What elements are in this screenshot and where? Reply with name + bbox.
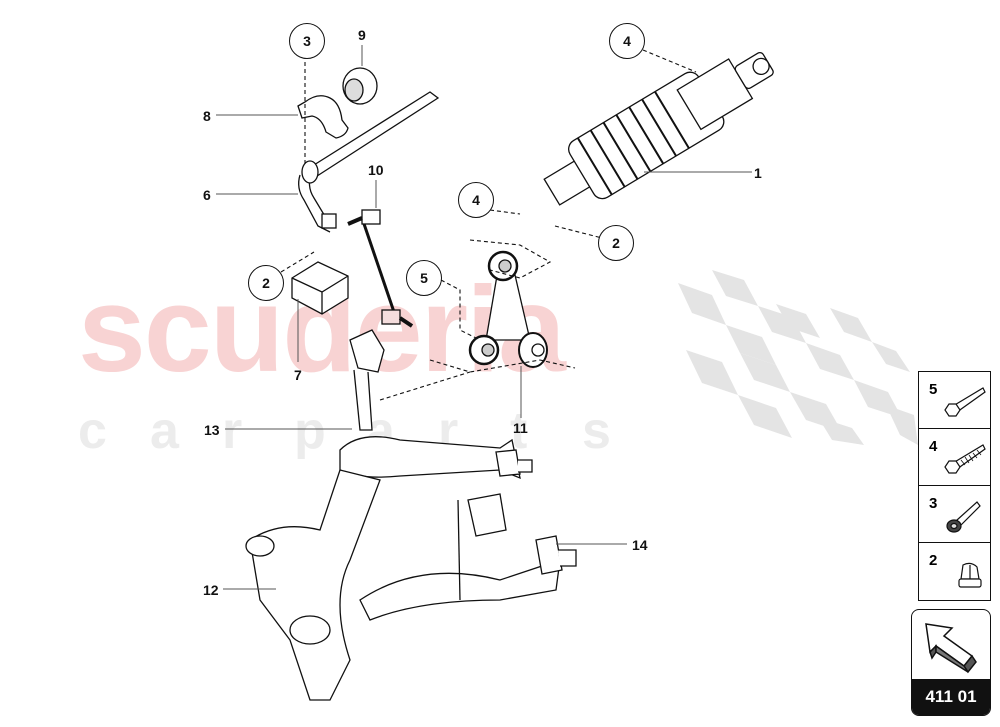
legend-item-4[interactable]: 4 xyxy=(919,429,990,486)
callout-2-shock[interactable]: 2 xyxy=(598,225,634,261)
part-label-8[interactable]: 8 xyxy=(203,108,211,124)
legend-item-3[interactable]: 3 xyxy=(919,486,990,543)
part-label-6[interactable]: 6 xyxy=(203,187,211,203)
part-label-11[interactable]: 11 xyxy=(513,420,528,436)
callout-4-lower[interactable]: 4 xyxy=(458,182,494,218)
callout-2-clamp[interactable]: 2 xyxy=(248,265,284,301)
fastener-legend: 5 4 3 2 xyxy=(918,371,991,601)
part-label-14[interactable]: 14 xyxy=(632,537,648,553)
part-label-9[interactable]: 9 xyxy=(358,27,366,43)
flange-bolt-icon xyxy=(946,501,981,533)
part-label-10[interactable]: 10 xyxy=(368,162,384,178)
part-label-13[interactable]: 13 xyxy=(204,422,220,438)
checkered-flag-watermark xyxy=(678,270,918,445)
back-navigation-button[interactable]: 411 01 xyxy=(911,609,991,716)
hex-nut-icon xyxy=(958,562,982,588)
threaded-hex-bolt-icon xyxy=(944,444,986,474)
callout-4-top[interactable]: 4 xyxy=(609,23,645,59)
back-arrow-icon xyxy=(925,623,977,674)
part-label-1[interactable]: 1 xyxy=(754,165,762,181)
legend-item-2[interactable]: 2 xyxy=(919,543,990,600)
legend-item-5[interactable]: 5 xyxy=(919,372,990,429)
part-label-12[interactable]: 12 xyxy=(203,582,219,598)
callout-5[interactable]: 5 xyxy=(406,260,442,296)
callout-3[interactable]: 3 xyxy=(289,23,325,59)
diagram-code: 411 01 xyxy=(912,679,990,715)
part-label-7[interactable]: 7 xyxy=(294,367,302,383)
long-hex-bolt-icon xyxy=(944,387,986,417)
